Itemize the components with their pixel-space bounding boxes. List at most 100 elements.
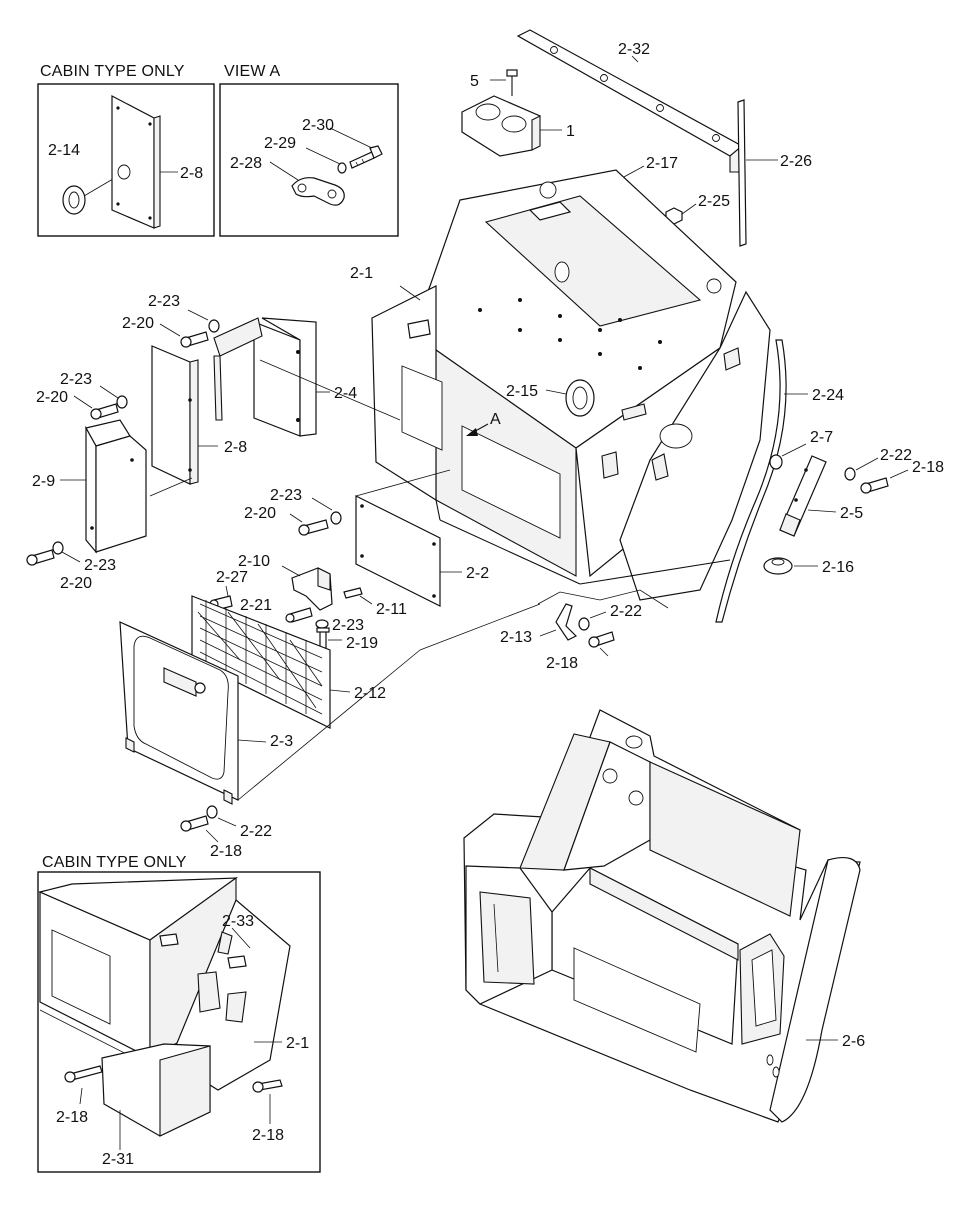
grommet-2-15 xyxy=(545,379,647,421)
label-2-29: 2-29 xyxy=(264,135,296,152)
label-2-22-bottom: 2-22 xyxy=(240,823,272,840)
label-5: 5 xyxy=(470,73,479,90)
label-2-18-right: 2-18 xyxy=(912,459,944,476)
seal-2-26 xyxy=(737,99,747,247)
label-2-8-cabin: 2-8 xyxy=(180,165,203,182)
bracket-2-13-group xyxy=(537,589,669,657)
label-2-11: 2-11 xyxy=(376,601,407,618)
cover-assembly-2-6 xyxy=(463,709,861,1123)
label-2-19: 2-19 xyxy=(346,635,378,652)
label-2-5: 2-5 xyxy=(840,505,863,522)
washer-2-7 xyxy=(769,454,783,470)
label-2-17: 2-17 xyxy=(646,155,678,172)
inset-cabin-type-bottom-heading: CABIN TYPE ONLY xyxy=(42,854,187,871)
label-2-22-mid: 2-22 xyxy=(610,603,642,620)
label-2-20-b: 2-20 xyxy=(36,389,68,406)
inset-cabin-type-top-frame xyxy=(37,83,215,237)
label-2-22-right: 2-22 xyxy=(880,447,912,464)
label-2-33: 2-33 xyxy=(222,913,254,930)
label-2-23-b: 2-23 xyxy=(60,371,92,388)
label-2-18-cabin-right: 2-18 xyxy=(252,1127,284,1144)
plate-2-2-part xyxy=(355,495,441,607)
bolt-2-30 xyxy=(349,151,375,169)
panel-2-3 xyxy=(119,621,421,805)
seal-2-24 xyxy=(715,339,787,623)
frame-right-panel xyxy=(619,290,771,601)
washer-2-23-b xyxy=(116,395,128,409)
grommet-2-16 xyxy=(763,557,793,575)
washer-2-22-right xyxy=(844,467,856,481)
label-2-24: 2-24 xyxy=(812,387,844,404)
bolt-2-11 xyxy=(343,587,363,599)
view-a-marker: A xyxy=(490,411,501,428)
label-2-14: 2-14 xyxy=(48,142,80,159)
main-frame-2-1: A xyxy=(371,169,771,601)
label-2-30: 2-30 xyxy=(302,117,334,134)
washer-2-23-a xyxy=(208,319,220,333)
label-2-32: 2-32 xyxy=(618,41,650,58)
cup-holder-assembly xyxy=(461,69,562,157)
label-2-20-a: 2-20 xyxy=(122,315,154,332)
label-2-16: 2-16 xyxy=(822,559,854,576)
label-2-27: 2-27 xyxy=(216,569,248,586)
label-2-25: 2-25 xyxy=(698,193,730,210)
inset-cabin-type-top: CABIN TYPE ONLY xyxy=(37,63,215,237)
bolt-2-33 xyxy=(227,955,247,969)
inset-view-a-frame xyxy=(219,83,399,237)
label-2-9: 2-9 xyxy=(32,473,55,490)
bracket-2-13 xyxy=(555,603,578,641)
bolts-2-20-2-23-low xyxy=(26,541,81,566)
net-2-12 xyxy=(191,595,351,729)
panel-2-4 xyxy=(213,317,401,437)
label-2-3: 2-3 xyxy=(270,733,293,750)
label-2-4: 2-4 xyxy=(334,385,357,402)
label-2-10: 2-10 xyxy=(238,553,270,570)
inset-view-a-heading: VIEW A xyxy=(224,63,280,80)
plate-2-4 xyxy=(253,321,301,437)
label-2-21: 2-21 xyxy=(240,597,272,614)
washer-2-22-b xyxy=(578,617,590,631)
panel-2-8-main xyxy=(149,345,218,497)
label-2-18-bottom: 2-18 xyxy=(210,843,242,860)
label-2-23-d: 2-23 xyxy=(270,487,302,504)
label-2-31: 2-31 xyxy=(102,1151,134,1168)
label-2-8-main: 2-8 xyxy=(224,439,247,456)
cup-holder-1 xyxy=(461,95,541,157)
label-2-7: 2-7 xyxy=(810,429,833,446)
plate-2-2 xyxy=(355,469,462,607)
washer-2-23-d xyxy=(330,511,342,525)
label-2-26: 2-26 xyxy=(780,153,812,170)
washer-2-29 xyxy=(337,162,347,174)
storage-net-2-12 xyxy=(191,595,331,729)
label-2-15: 2-15 xyxy=(506,383,538,400)
right-bracket-group xyxy=(763,443,909,575)
label-2-28: 2-28 xyxy=(230,155,262,172)
label-2-2: 2-2 xyxy=(466,565,489,582)
bolts-2-20-2-23-center xyxy=(289,497,342,536)
inset-cabin-type-bottom: CABIN TYPE ONLY xyxy=(37,854,321,1173)
bolts-2-20-2-23-top xyxy=(159,309,220,348)
panel-2-9 xyxy=(60,419,147,554)
label-2-18-mid: 2-18 xyxy=(546,655,578,672)
inset-cabin-type-top-heading: CABIN TYPE ONLY xyxy=(40,63,185,80)
bracket-2-10-group xyxy=(281,565,373,651)
inset-cabin-type-bottom-frame xyxy=(37,871,321,1173)
washer-2-23-c xyxy=(52,541,64,555)
label-2-23-a: 2-23 xyxy=(148,293,180,310)
label-2-12: 2-12 xyxy=(354,685,386,702)
label-2-13: 2-13 xyxy=(500,629,532,646)
bolts-2-18-2-22-bottom-left xyxy=(180,805,237,843)
seal-strip-2-24 xyxy=(715,339,808,623)
label-2-20-c: 2-20 xyxy=(60,575,92,592)
inset-view-a: VIEW A xyxy=(219,63,399,237)
label-2-1-cabin: 2-1 xyxy=(286,1035,309,1052)
label-1: 1 xyxy=(566,123,575,140)
washer-2-23-e xyxy=(315,619,329,629)
washer-2-22-c xyxy=(206,805,218,819)
label-2-20-d: 2-20 xyxy=(244,505,276,522)
plate-2-8-cabin xyxy=(111,95,155,229)
label-2-6: 2-6 xyxy=(842,1033,865,1050)
label-2-1-main: 2-1 xyxy=(350,265,373,282)
